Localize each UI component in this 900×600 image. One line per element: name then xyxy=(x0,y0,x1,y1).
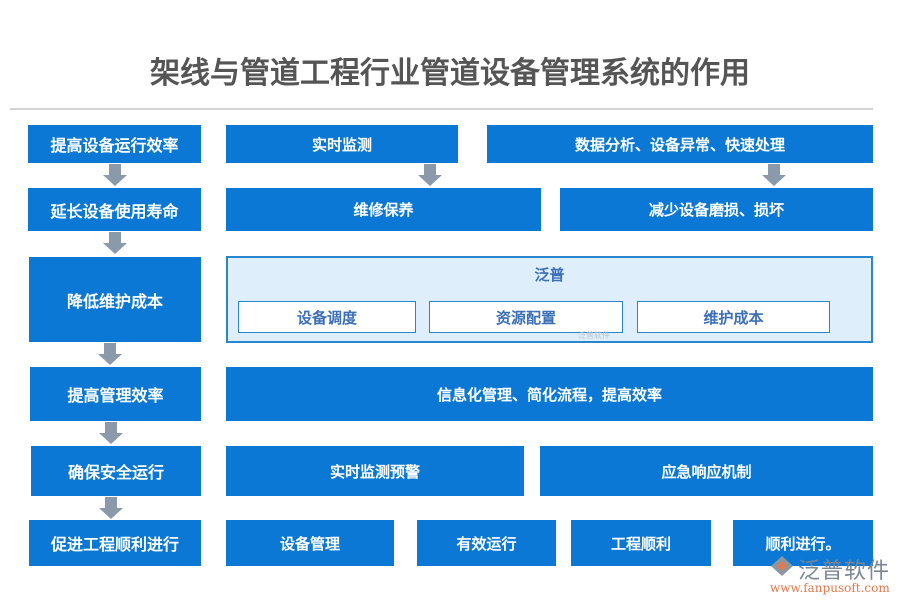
down-arrow-icon xyxy=(103,164,127,186)
logo-name: 泛普软件 xyxy=(798,559,891,584)
page-title: 架线与管道工程行业管道设备管理系统的作用 xyxy=(150,56,750,91)
information-management: 信息化管理、简化流程，提高效率 xyxy=(226,367,873,421)
down-arrow-icon xyxy=(103,232,127,254)
goal-management-efficiency: 提高管理效率 xyxy=(30,367,201,421)
goal-improve-efficiency: 提高设备运行效率 xyxy=(28,125,201,163)
realtime-warning: 实时监测预警 xyxy=(226,446,524,496)
goal-extend-life: 延长设备使用寿命 xyxy=(28,188,201,231)
goal-reduce-cost: 降低维护成本 xyxy=(29,257,201,342)
equipment-management: 设备管理 xyxy=(226,520,394,566)
realtime-monitoring: 实时监测 xyxy=(226,125,458,163)
goal-project-progress: 促进工程顺利进行 xyxy=(29,520,201,566)
goal-safe-operation: 确保安全运行 xyxy=(31,446,201,496)
maintenance-cost: 维护成本 xyxy=(637,301,830,333)
fanpu-logo-icon xyxy=(771,556,793,576)
title-divider xyxy=(10,108,873,110)
emergency-response: 应急响应机制 xyxy=(540,446,873,496)
proceed-smoothly: 顺利进行。 xyxy=(733,520,873,566)
equipment-dispatch: 设备调度 xyxy=(238,301,416,333)
down-arrow-icon xyxy=(99,497,123,519)
logo-url: www.fanpusoft.com xyxy=(770,581,890,595)
resource-allocation: 资源配置 xyxy=(429,301,623,333)
panel-watermark: 泛普软件 xyxy=(578,331,610,340)
down-arrow-icon xyxy=(418,164,442,186)
down-arrow-icon xyxy=(99,422,123,444)
fanpu-panel: 泛普 设备调度 资源配置 维护成本 xyxy=(226,256,873,343)
project-smooth: 工程顺利 xyxy=(571,520,711,566)
reduce-wear: 减少设备磨损、损坏 xyxy=(560,188,873,231)
maintenance: 维修保养 xyxy=(226,188,541,231)
down-arrow-icon xyxy=(762,164,786,186)
effective-operation: 有效运行 xyxy=(417,520,556,566)
fanpu-logo: 泛普软件 www.fanpusoft.com xyxy=(770,553,898,598)
panel-title: 泛普 xyxy=(534,266,565,284)
down-arrow-icon xyxy=(98,343,122,365)
data-analysis: 数据分析、设备异常、快速处理 xyxy=(487,125,873,163)
